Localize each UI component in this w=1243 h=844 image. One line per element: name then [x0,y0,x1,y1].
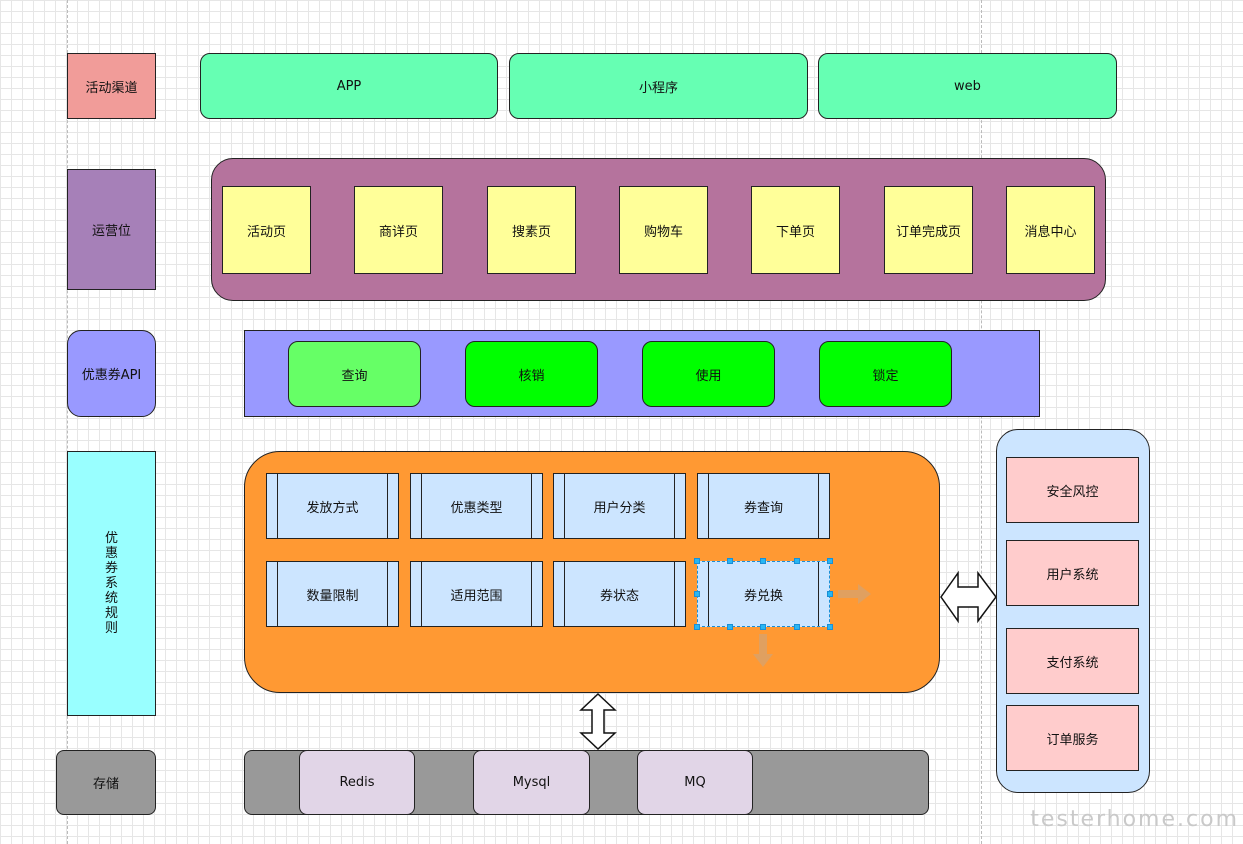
ops-item[interactable]: 商详页 [354,186,443,274]
rule-item-label: 优惠类型 [450,500,503,516]
row-label-ops[interactable]: 运营位 [67,169,156,290]
row-label-rules-char: 则 [104,621,118,636]
external-system[interactable]: 用户系统 [1006,540,1139,606]
storage-item-label: MQ [684,775,706,790]
api-item-query[interactable]: 查询 [288,341,421,407]
rule-item-selected[interactable]: 券兑换 [697,561,830,627]
api-item-use[interactable]: 使用 [642,341,775,407]
rule-item-label: 发放方式 [306,500,359,516]
api-item-lock[interactable]: 锁定 [819,341,952,407]
storage-item-mq[interactable]: MQ [637,750,753,815]
ops-item[interactable]: 搜素页 [487,186,576,274]
row-label-rules[interactable]: 优 惠 券 系 统 规 则 [67,451,156,716]
external-system-label: 用户系统 [1046,567,1099,583]
external-system[interactable]: 订单服务 [1006,705,1139,771]
selection-handle[interactable] [727,624,733,630]
watermark: testerhome.com [1030,807,1239,832]
storage-item-label: Redis [339,775,375,790]
row-label-rules-char: 优 [104,531,118,546]
selection-handle[interactable] [794,558,800,564]
channel-app[interactable]: APP [200,53,498,119]
row-label-channel[interactable]: 活动渠道 [67,53,156,119]
ops-item[interactable]: 消息中心 [1006,186,1095,274]
storage-item-label: Mysql [512,775,551,790]
row-label-rules-char: 规 [104,606,118,621]
api-item-writeoff[interactable]: 核销 [465,341,598,407]
ops-item-label: 搜素页 [511,224,551,240]
rule-item-label: 券查询 [743,500,783,516]
rule-item[interactable]: 优惠类型 [410,473,543,539]
rule-item-label: 适用范围 [450,588,503,604]
selection-handle[interactable] [694,591,700,597]
ops-item[interactable]: 活动页 [222,186,311,274]
storage-item-redis[interactable]: Redis [299,750,415,815]
row-label-channel-text: 活动渠道 [85,80,138,96]
rule-item[interactable]: 用户分类 [553,473,686,539]
ops-item[interactable]: 下单页 [751,186,840,274]
selection-handle[interactable] [827,591,833,597]
channel-web-label: web [954,78,981,94]
channel-mini-program-label: 小程序 [638,80,678,96]
rule-item[interactable]: 数量限制 [266,561,399,627]
ops-item-label: 购物车 [643,224,683,240]
row-label-api-text: 优惠券API [81,368,142,383]
ops-item-label: 商详页 [378,224,418,240]
selection-handle[interactable] [727,558,733,564]
external-system[interactable]: 支付系统 [1006,628,1139,694]
external-system[interactable]: 安全风控 [1006,457,1139,523]
rule-item[interactable]: 适用范围 [410,561,543,627]
api-item-label: 核销 [518,368,545,384]
row-label-ops-text: 运营位 [91,224,131,239]
row-label-rules-char: 统 [104,591,118,606]
lane-divider-left [67,0,68,844]
ops-item-label: 活动页 [246,224,286,240]
rule-item[interactable]: 发放方式 [266,473,399,539]
rule-item[interactable]: 券状态 [553,561,686,627]
row-label-storage-text: 存储 [92,777,119,792]
external-system-label: 订单服务 [1046,732,1099,748]
channel-web[interactable]: web [818,53,1117,119]
double-arrow-horizontal-icon[interactable] [940,565,997,629]
rule-item-label: 用户分类 [593,500,646,516]
row-label-storage[interactable]: 存储 [56,750,156,815]
ops-item[interactable]: 购物车 [619,186,708,274]
double-arrow-vertical-icon[interactable] [579,693,617,750]
lane-divider-right [981,0,982,844]
rule-item-label: 券兑换 [743,588,783,604]
selection-handle[interactable] [827,558,833,564]
api-item-label: 使用 [695,368,722,384]
selection-handle[interactable] [827,624,833,630]
selection-handle[interactable] [760,558,766,564]
ops-item-label: 订单完成页 [895,224,961,240]
selection-handle[interactable] [694,558,700,564]
rule-item-label: 数量限制 [306,588,359,604]
selection-handle[interactable] [794,624,800,630]
api-item-label: 查询 [341,368,368,384]
ops-item-label: 下单页 [775,224,815,240]
api-item-label: 锁定 [872,368,899,384]
external-system-label: 安全风控 [1046,484,1099,500]
external-system-label: 支付系统 [1046,655,1099,671]
row-label-rules-char: 券 [104,561,118,576]
selection-handle[interactable] [694,624,700,630]
rule-item[interactable]: 券查询 [697,473,830,539]
selection-handle[interactable] [760,624,766,630]
rule-item-label: 券状态 [599,588,639,604]
ops-item-label: 消息中心 [1024,224,1077,240]
connector-arrow-right-icon[interactable] [838,583,872,605]
channel-app-label: APP [336,78,362,94]
channel-mini-program[interactable]: 小程序 [509,53,808,119]
storage-item-mysql[interactable]: Mysql [473,750,590,815]
row-label-rules-char: 惠 [104,546,118,561]
ops-item[interactable]: 订单完成页 [884,186,973,274]
row-label-rules-char: 系 [104,576,118,591]
connector-arrow-down-icon[interactable] [752,634,774,668]
row-label-api[interactable]: 优惠券API [67,330,156,417]
